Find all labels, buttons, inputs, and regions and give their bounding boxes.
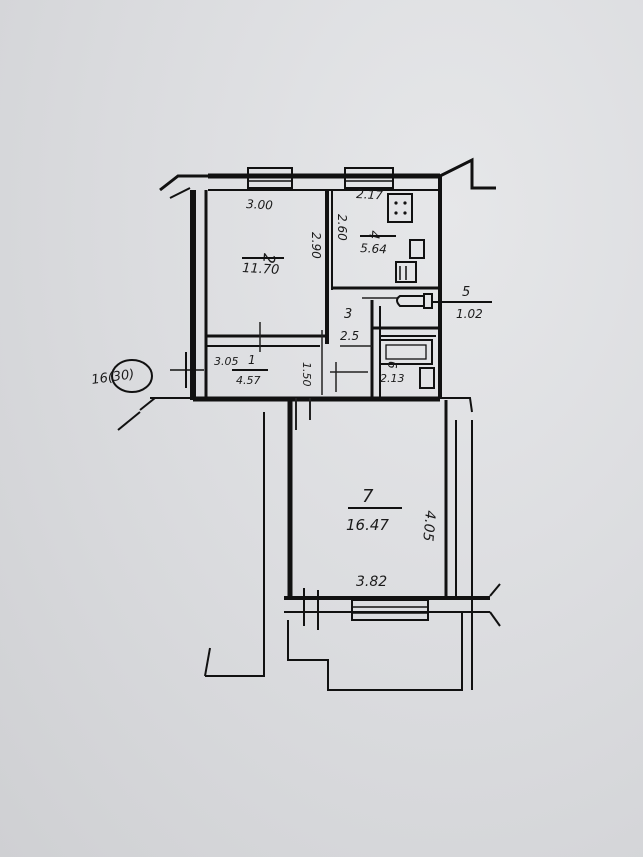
window-top-right bbox=[344, 167, 394, 189]
bathtub-icon bbox=[379, 339, 435, 389]
room-7-number-label: 7 bbox=[362, 486, 374, 507]
window-top-left bbox=[247, 167, 293, 189]
room-2-area-label: 11.70 bbox=[242, 261, 280, 278]
room-1-width-label: 3.05 bbox=[214, 355, 239, 368]
bottom-left-stubs bbox=[303, 588, 319, 630]
room-3-number-label: 3 bbox=[344, 307, 352, 322]
building-tag-label: 16(30) bbox=[90, 367, 135, 388]
upper-block-walls bbox=[139, 157, 496, 413]
room-1-area-label: 4.57 bbox=[236, 374, 261, 387]
room-7-width-label: 3.82 bbox=[356, 574, 387, 590]
kitchen-sink-icon bbox=[395, 239, 425, 283]
stove-icon bbox=[387, 193, 413, 223]
interior-partitions bbox=[206, 190, 440, 398]
room-6-number-label: 6 bbox=[385, 361, 399, 369]
room-5-area-label: 1.02 bbox=[456, 307, 483, 321]
room-3-width-label: 2.5 bbox=[340, 329, 359, 343]
room-2-width-label: 3.00 bbox=[246, 197, 274, 212]
room-4-height-label: 2.60 bbox=[335, 214, 349, 241]
room-4-number-label: 4 bbox=[365, 230, 382, 240]
room-7-area-label: 16.47 bbox=[346, 516, 389, 534]
lower-block-walls bbox=[117, 398, 501, 691]
room-5-number-label: 5 bbox=[462, 285, 470, 300]
room-7-height-label: 4.05 bbox=[419, 510, 438, 543]
toilet-icon bbox=[396, 293, 433, 309]
room-4-width-label: 2.17 bbox=[356, 187, 384, 202]
building-tag: 16(30) bbox=[90, 359, 153, 393]
room-6-area-label: 2.13 bbox=[380, 372, 405, 385]
room-4-area-label: 5.64 bbox=[360, 241, 387, 256]
room-2-height-label: 2.90 bbox=[309, 232, 323, 259]
room-1-number-label: 1 bbox=[248, 353, 256, 367]
room-1-height-label: 1.50 bbox=[300, 362, 313, 387]
window-bottom bbox=[351, 599, 429, 621]
left-window-mark bbox=[170, 352, 204, 388]
